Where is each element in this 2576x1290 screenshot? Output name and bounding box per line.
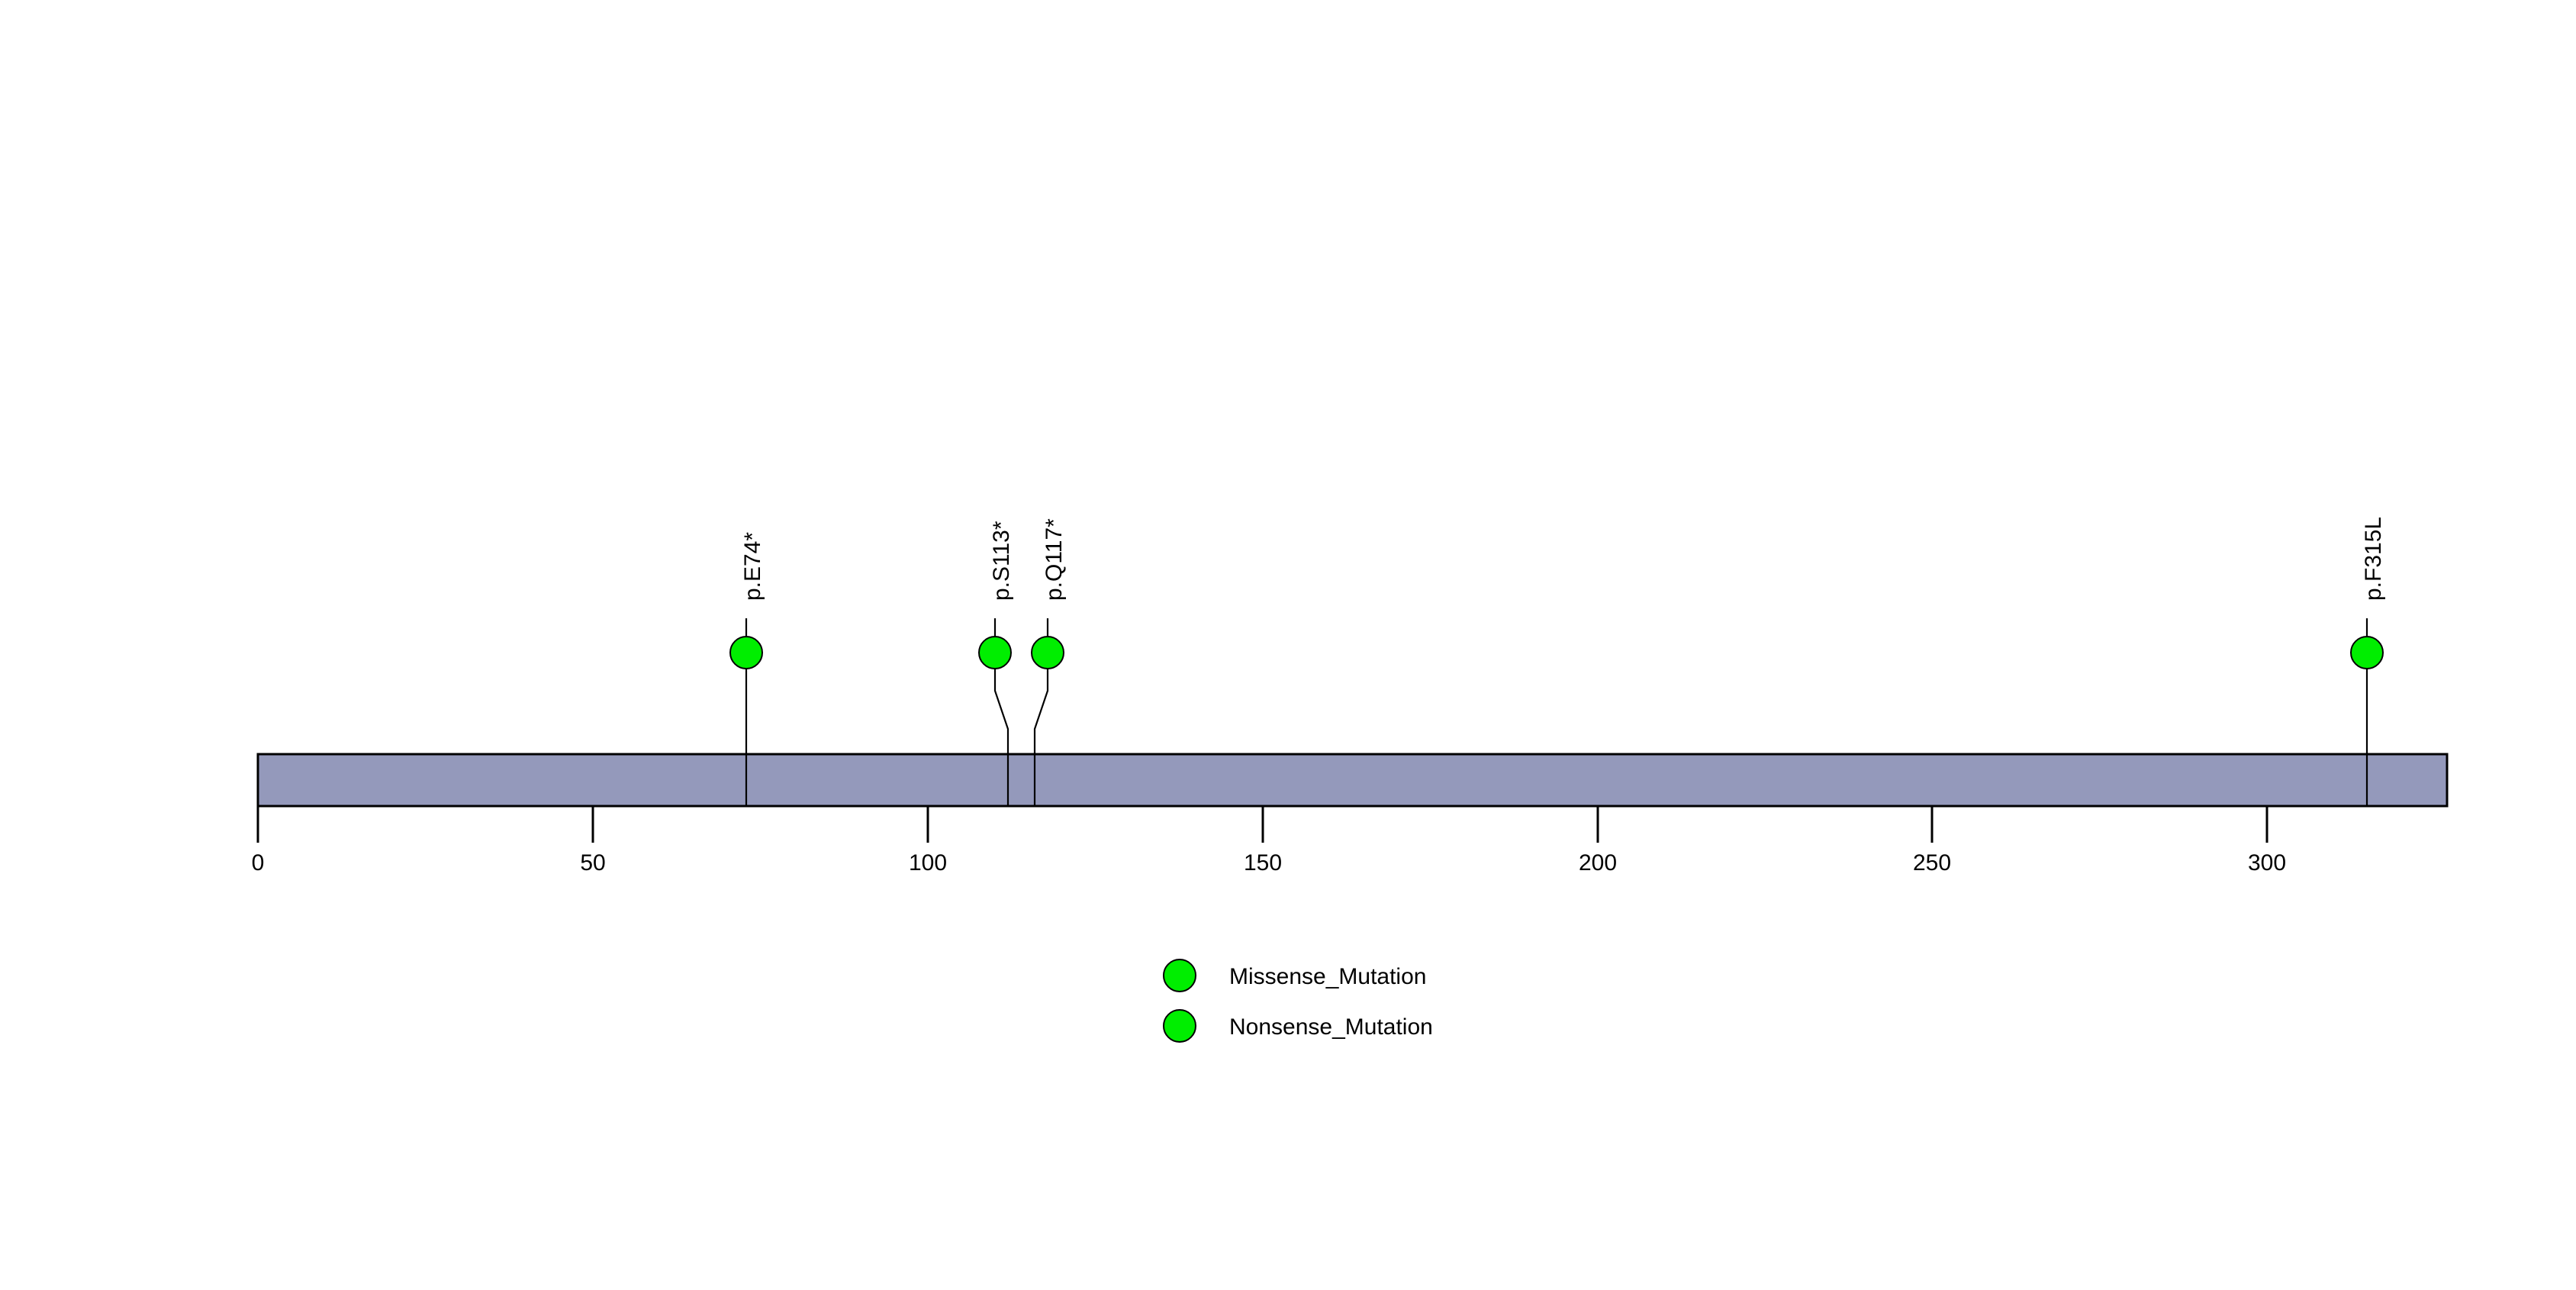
lollipop-dot[interactable] <box>978 636 1012 669</box>
axis-tick-label-300: 300 <box>2248 850 2286 876</box>
lollipop-label: p.F315L <box>2361 517 2386 601</box>
legend: Missense_Mutation Nonsense_Mutation <box>1163 959 1433 1043</box>
axis-tick-label-0: 0 <box>252 850 265 876</box>
lollipop-marker-p-s113[interactable]: p.S113* <box>978 521 1014 806</box>
lollipop-label: p.E74* <box>740 532 765 601</box>
legend-swatch-icon <box>1163 959 1196 992</box>
lollipop-dot[interactable] <box>1031 636 1064 669</box>
axis-tick-label-100: 100 <box>909 850 947 876</box>
lollipop-marker-p-f315l[interactable]: p.F315L <box>2350 517 2386 806</box>
lollipop-label: p.Q117* <box>1042 518 1067 601</box>
lollipop-dot[interactable] <box>2350 636 2384 669</box>
legend-item-label: Missense_Mutation <box>1229 964 1426 989</box>
lollipop-dot[interactable] <box>729 636 763 669</box>
lollipop-marker-p-e74[interactable]: p.E74* <box>729 532 765 806</box>
protein-backbone-rect <box>256 753 2449 808</box>
lollipop-label: p.S113* <box>989 521 1014 601</box>
lollipop-marker-p-q117[interactable]: p.Q117* <box>1031 518 1067 806</box>
axis-tick-label-250: 250 <box>1913 850 1951 876</box>
axis-tick-label-200: 200 <box>1579 850 1617 876</box>
legend-swatch-icon <box>1163 1009 1196 1043</box>
axis-tick-label-150: 150 <box>1244 850 1282 876</box>
legend-item-nonsense-mutation[interactable]: Nonsense_Mutation <box>1163 1009 1433 1043</box>
legend-item-missense-mutation[interactable]: Missense_Mutation <box>1163 959 1426 992</box>
x-axis: 0 50 100 150 200 250 300 <box>252 806 2286 876</box>
legend-item-label: Nonsense_Mutation <box>1229 1014 1433 1040</box>
axis-tick-label-50: 50 <box>580 850 605 876</box>
